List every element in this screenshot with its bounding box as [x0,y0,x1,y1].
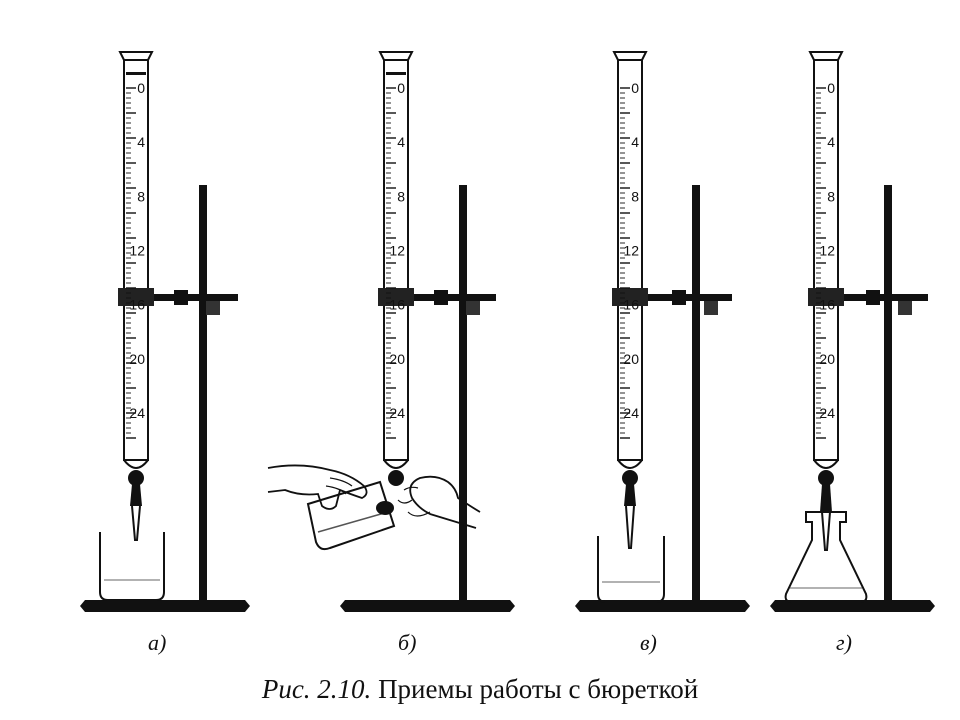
rubber-tip [376,501,394,515]
pinch-valve [818,470,834,486]
tip [131,505,141,541]
stand-base [80,600,250,612]
scale-number: 24 [819,405,835,421]
scale-number: 20 [819,351,835,367]
scale-number: 12 [389,242,405,258]
caption-text: Приемы работы с бюреткой [378,674,699,704]
clamp-ring [808,288,844,306]
burette-bottom [617,459,643,469]
panel-b [267,51,515,612]
pinch-valve [128,470,144,486]
clamp-ring [118,288,154,306]
stand-base [340,600,515,612]
scale-number: 16 [389,297,405,313]
scale-number: 8 [137,188,145,204]
panel-label-v: в) [640,630,657,655]
clamp-screw [466,301,480,315]
scale-number: 4 [631,134,639,150]
clamp-screw [898,301,912,315]
right-hand-fingers [397,486,431,517]
pinch-valve [388,470,404,486]
panel-v [575,51,750,612]
burette-top-flare [378,51,414,61]
panel-label-b: б) [398,630,417,655]
scale-number: 8 [827,188,835,204]
burette-bottom [813,459,839,469]
beaker-liquid [317,511,389,533]
stand-rod [692,185,700,605]
scale-number: 24 [389,405,405,421]
scale-number: 0 [827,80,835,96]
scale-number: 24 [623,405,639,421]
burette-tube [813,59,839,461]
burette-tube [617,59,643,461]
meniscus [386,72,406,75]
scale-number: 0 [397,80,405,96]
scale-number: 8 [631,188,639,204]
scale-number: 16 [623,297,639,313]
panel-a [80,51,250,612]
stand-rod [884,185,892,605]
clamp-ring [612,288,648,306]
stand-rod [199,185,207,605]
rubber-tube [624,484,636,506]
burette-bottom [123,459,149,469]
beaker [597,536,665,603]
tip [821,511,831,551]
pinch-valve [622,470,638,486]
clamp-ring [378,288,414,306]
panel-label-a: а) [148,630,167,655]
scale-number: 4 [827,134,835,150]
scale-number: 20 [389,351,405,367]
clamp-knob [434,290,448,305]
tip [625,505,635,549]
scale-number: 24 [129,405,145,421]
scale-number: 12 [623,242,639,258]
scale-number: 20 [623,351,639,367]
scale-number: 20 [129,351,145,367]
scale-number: 4 [397,134,405,150]
caption-number: Рис. 2.10. [261,674,372,704]
scale-number: 16 [129,297,145,313]
right-hand [409,475,481,529]
panel-label-g: г) [836,630,852,655]
burette-tube [383,59,409,461]
burette-top-flare [808,51,844,61]
clamp-screw [206,301,220,315]
burette-tube [123,59,149,461]
clamp-knob [866,290,880,305]
panel-g [770,51,935,612]
scale-number: 4 [137,134,145,150]
stand-rod [459,185,467,605]
beaker [99,532,165,601]
tilted-beaker [306,480,396,551]
burette-top-flare [612,51,648,61]
clamp-screw [704,301,718,315]
clamp-arm [836,294,928,301]
rubber-tube [820,484,832,512]
burette-scales: 0 4 8 12 16 20 24 0 4 8 12 16 20 24 0 4 8 12 16 20 24 0 4 8 12 16… [126,80,835,439]
scale-number: 8 [397,188,405,204]
scale-number: 16 [819,297,835,313]
meniscus [126,72,146,75]
rubber-tube [130,484,142,506]
scale-number: 0 [631,80,639,96]
left-hand-fingers [325,477,353,495]
burette-top-flare [118,51,154,61]
scale-number: 0 [137,80,145,96]
scale-number: 12 [819,242,835,258]
scale-number: 12 [129,242,145,258]
clamp-arm [140,294,238,301]
figure-caption: Рис. 2.10. Приемы работы с бюреткой [0,674,960,705]
left-hand [267,464,368,510]
clamp-knob [672,290,686,305]
clamp-knob [174,290,188,305]
conical-flask [784,511,868,603]
burette-bottom [383,459,409,469]
